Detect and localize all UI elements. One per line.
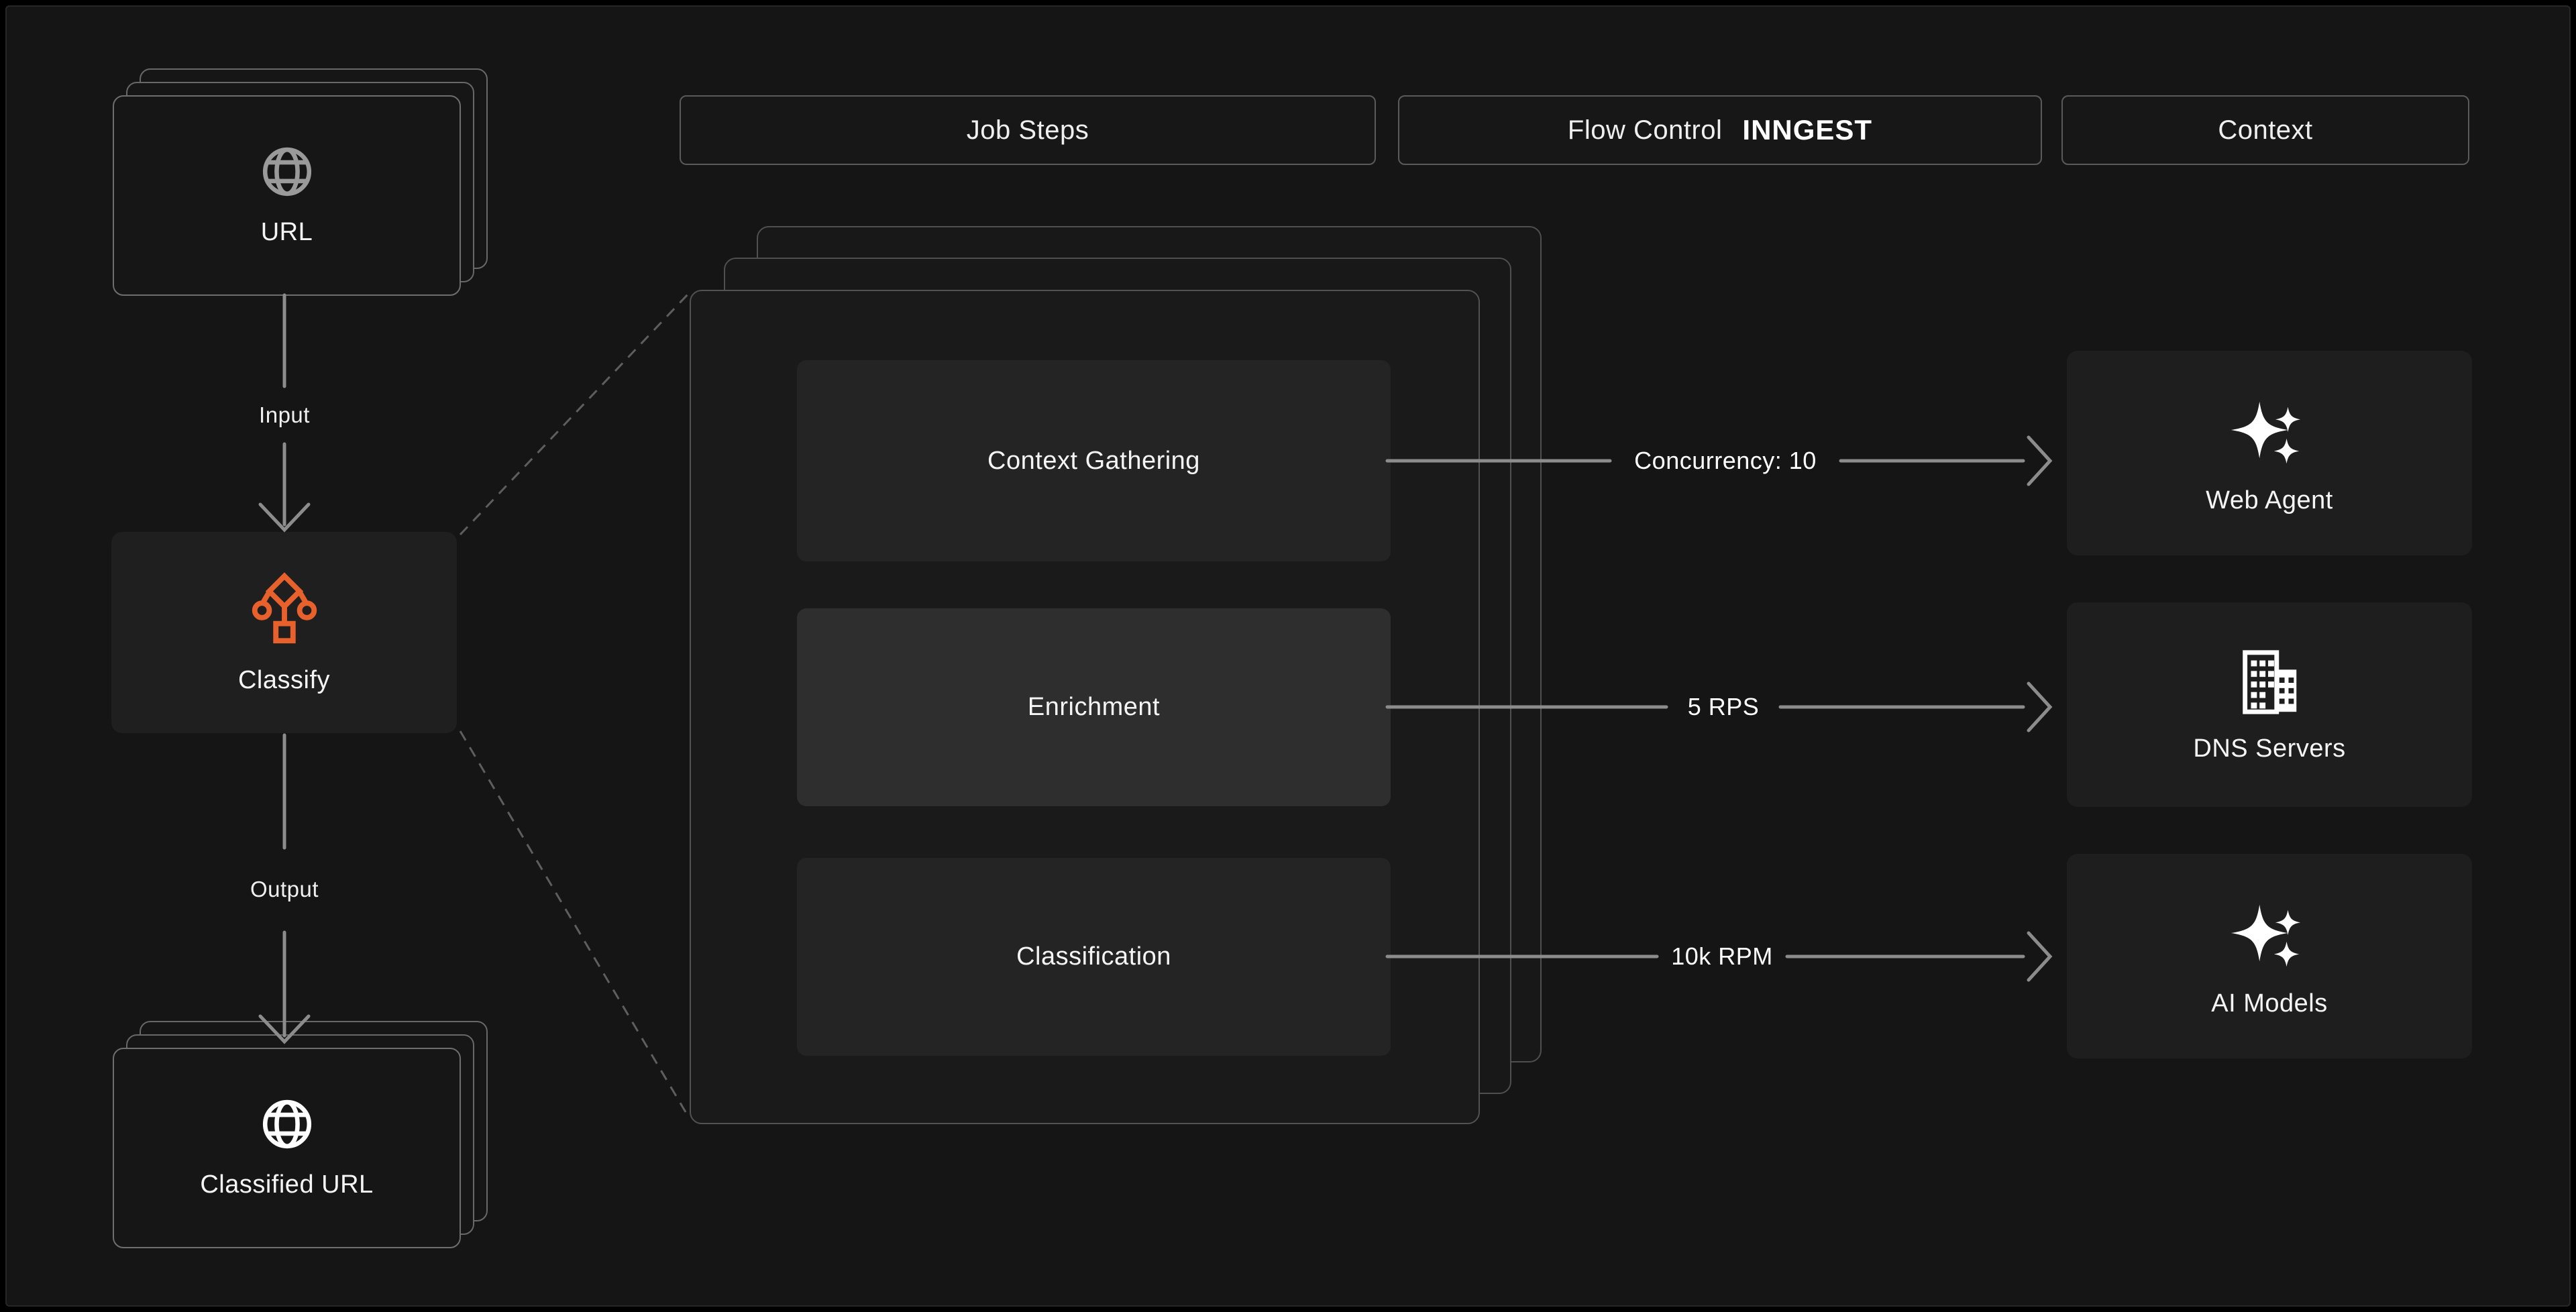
step-classification: Classification [797, 858, 1391, 1056]
classified-url-card: Classified URL [113, 1048, 461, 1248]
service-web-agent: Web Agent [2067, 351, 2472, 555]
url-card-label: URL [260, 218, 313, 246]
service-dns-servers: DNS Servers [2067, 602, 2472, 807]
header-job-steps-label: Job Steps [966, 115, 1089, 145]
step-label: Classification [1016, 942, 1171, 971]
sparkles-icon [2230, 391, 2309, 470]
expansion-dashed-lines [459, 291, 691, 1119]
url-card: URL [113, 95, 461, 296]
header-flow-control: Flow Control INNGEST [1398, 95, 2042, 165]
step-label: Context Gathering [987, 446, 1200, 475]
workflow-icon [251, 571, 318, 650]
inngest-logo: INNGEST [1742, 114, 1873, 146]
globe-icon [260, 144, 315, 199]
header-job-steps: Job Steps [680, 95, 1376, 165]
sparkles-icon [2230, 894, 2309, 973]
service-label: AI Models [2211, 989, 2328, 1018]
globe-icon [260, 1097, 315, 1152]
concurrency-label: Concurrency: 10 [1634, 447, 1817, 474]
rpm-label: 10k RPM [1671, 942, 1773, 970]
service-label: DNS Servers [2193, 734, 2346, 763]
rps-label: 5 RPS [1687, 693, 1760, 720]
step-context-gathering: Context Gathering [797, 360, 1391, 561]
diagram-canvas: Job Steps Flow Control INNGEST Context U… [5, 5, 2571, 1307]
input-arrow-label: Input [259, 402, 310, 427]
classify-card-label: Classify [237, 665, 331, 694]
service-ai-models: AI Models [2067, 854, 2472, 1058]
header-context-label: Context [2218, 115, 2313, 145]
step-enrichment: Enrichment [797, 608, 1391, 806]
header-flow-control-label: Flow Control [1567, 115, 1723, 145]
classified-url-card-label: Classified URL [200, 1170, 374, 1199]
classify-card: Classify [111, 532, 457, 733]
step-label: Enrichment [1027, 693, 1161, 721]
output-arrow-label: Output [250, 877, 319, 901]
header-context: Context [2061, 95, 2469, 165]
buildings-icon [2233, 646, 2306, 718]
service-label: Web Agent [2206, 486, 2333, 514]
